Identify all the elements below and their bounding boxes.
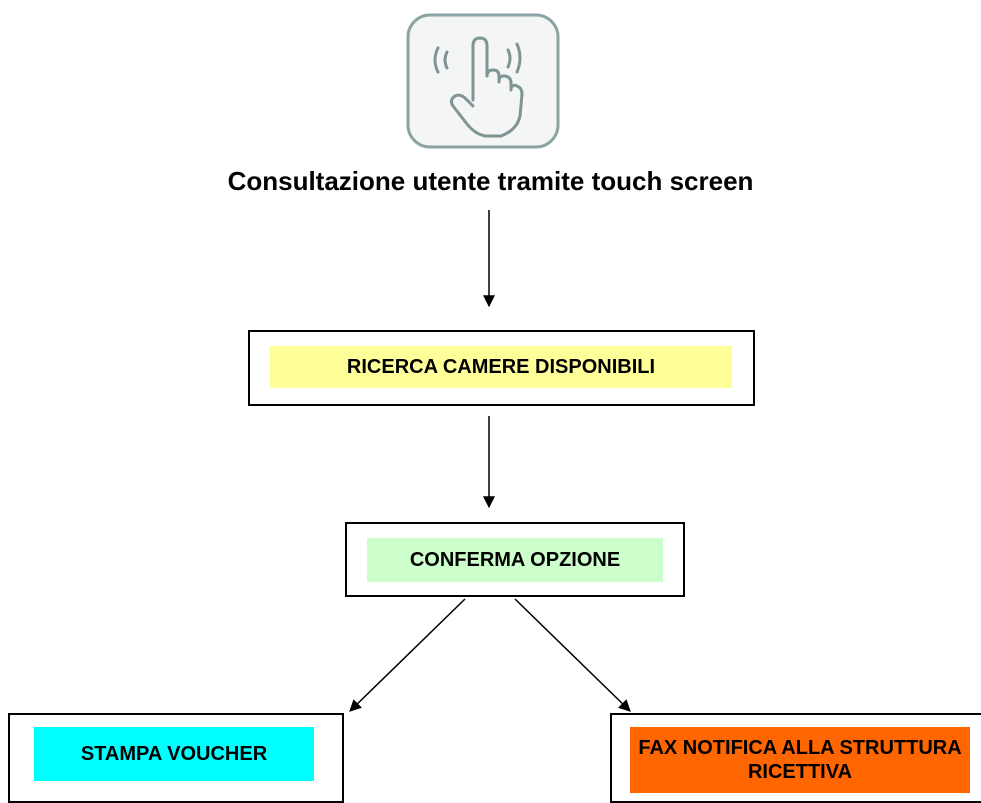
node-confirm-option: CONFERMA OPZIONE [345, 522, 685, 597]
node-confirm-option-label: CONFERMA OPZIONE [367, 538, 663, 582]
node-search-rooms: RICERCA CAMERE DISPONIBILI [248, 330, 755, 406]
node-print-voucher: STAMPA VOUCHER [8, 713, 344, 803]
arrow-confirm-to-fax [514, 598, 631, 712]
arrow-confirm-to-voucher [349, 598, 466, 712]
touch-hand-icon [406, 13, 560, 149]
node-fax-notification-label: FAX NOTIFICA ALLA STRUTTURA RICETTIVA [630, 727, 970, 793]
diagram-title: Consultazione utente tramite touch scree… [227, 166, 754, 196]
node-search-rooms-label: RICERCA CAMERE DISPONIBILI [270, 346, 732, 388]
node-fax-notification: FAX NOTIFICA ALLA STRUTTURA RICETTIVA [610, 713, 981, 803]
node-print-voucher-label: STAMPA VOUCHER [34, 727, 314, 781]
